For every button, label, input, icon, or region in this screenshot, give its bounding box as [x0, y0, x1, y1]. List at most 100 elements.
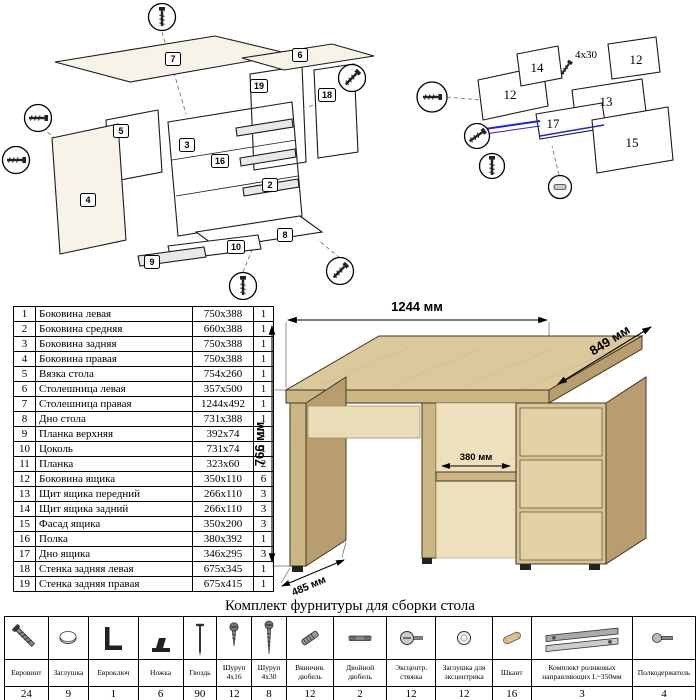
hardware-qty: 3 [531, 686, 633, 700]
hardware-name: Гвоздь [183, 659, 217, 686]
hardware-qty: 12 [286, 686, 334, 700]
svg-text:2: 2 [267, 180, 272, 190]
badge-16: 16 [211, 154, 229, 168]
svg-text:3: 3 [184, 140, 189, 150]
screw-callout [478, 152, 506, 180]
cam-cap-icon [436, 617, 491, 659]
drawer-slides-icon [532, 617, 632, 659]
screw-small-icon [217, 617, 251, 659]
hardware-name: Эксцентр. стяжка [386, 659, 436, 686]
wood-dowel-icon [493, 617, 531, 659]
hardware-item: Двойной дюбель 2 [333, 617, 386, 700]
hardware-item: Евроключ 1 [88, 617, 138, 700]
exploded-diagrams: 7 6 19 18 5 3 16 2 4 9 10 8 14 12 12 [1, 2, 674, 300]
svg-text:6: 6 [297, 50, 302, 60]
desk-left-panel-inner [305, 376, 347, 567]
screw-callout [337, 63, 367, 93]
screw-callout [325, 256, 355, 286]
screw-callout [1, 145, 31, 175]
hardware-qty: 8 [252, 686, 286, 700]
svg-text:10: 10 [231, 242, 241, 252]
svg-text:9: 9 [149, 257, 154, 267]
dim-width-label: 1244 мм [391, 299, 443, 314]
hardware-item: Шуруп 4х16 12 [216, 617, 252, 700]
svg-text:14: 14 [531, 60, 545, 75]
exploded-desk-view [51, 35, 375, 267]
badge-19: 19 [250, 79, 268, 93]
hardware-name: Евроключ [89, 659, 138, 686]
dowel-callout [547, 174, 573, 200]
double-dowel-icon [334, 617, 386, 659]
hardware-name: Шкант [492, 659, 531, 686]
svg-text:4: 4 [85, 195, 90, 205]
hardware-callouts-left [1, 2, 367, 300]
desk-body [284, 335, 647, 572]
hardware-name: Заглушка для эксцентрика [436, 659, 492, 686]
hardware-qty: 16 [492, 686, 531, 700]
hardware-name: Полкодержатель [633, 659, 695, 686]
desk-back-stiffener [307, 405, 421, 439]
svg-text:12: 12 [630, 52, 643, 67]
hardware-table: Евровинт 24 Заглушка 9 Евроключ 1 Ножка … [4, 616, 696, 700]
hardware-item: Шуруп 4х30 8 [251, 617, 286, 700]
hardware-item: Комплект роликовых направляющих L~350мм … [530, 617, 633, 700]
hardware-qty: 9 [48, 686, 89, 700]
hardware-item: Полкодержатель 4 [632, 617, 695, 700]
hardware-qty: 12 [436, 686, 492, 700]
hex-key-icon [89, 617, 137, 659]
svg-text:17: 17 [547, 116, 561, 131]
leg-icon [139, 617, 183, 659]
dim-height-label: 766 мм [252, 422, 267, 467]
screw-size-label: 4х30 [575, 49, 598, 61]
screw-size-note: 4х30 [558, 49, 598, 77]
desk-dimension-drawing: 1244 мм 849 мм 766 мм 380 мм 485 мм [252, 299, 652, 598]
badge-8: 8 [277, 228, 293, 242]
hardware-name: Двойной дюбель [334, 659, 386, 686]
drawer-cabinet-side [605, 376, 647, 565]
screw-in-dowel-icon [287, 617, 333, 659]
carcass-frame [167, 101, 303, 237]
drawer-slide-strip [239, 148, 297, 167]
exploded-drawer-view [477, 36, 674, 174]
hardware-name: Евровинт [5, 659, 48, 686]
part-number-badges: 7 6 19 18 5 3 16 2 4 9 10 8 [80, 48, 336, 269]
cap-icon [49, 617, 88, 659]
hardware-item: Заглушка 9 [47, 617, 89, 700]
svg-text:12: 12 [504, 87, 517, 102]
svg-text:5: 5 [118, 126, 123, 136]
hardware-qty: 2 [334, 686, 386, 700]
panel-side-left [51, 123, 127, 255]
badge-18: 18 [318, 88, 336, 102]
svg-text:18: 18 [322, 90, 332, 100]
dim-shelf-label: 380 мм [460, 452, 493, 463]
dim-base-label: 485 мм [290, 574, 328, 598]
desk-shelf [435, 471, 517, 482]
screw-callout [23, 103, 53, 133]
badge-10: 10 [227, 240, 245, 254]
drawer-front-3 [519, 511, 603, 561]
badge-3: 3 [179, 138, 195, 152]
hardware-name: Комплект роликовых направляющих L~350мм [531, 659, 633, 686]
hardware-item: Ввинчив. дюбель 12 [285, 617, 334, 700]
hardware-qty: 6 [138, 686, 183, 700]
screw-callout [416, 81, 448, 113]
svg-text:13: 13 [600, 94, 613, 109]
drawer-front-1 [519, 407, 603, 457]
drawer-front-2 [519, 459, 603, 509]
badge-7: 7 [165, 52, 181, 66]
